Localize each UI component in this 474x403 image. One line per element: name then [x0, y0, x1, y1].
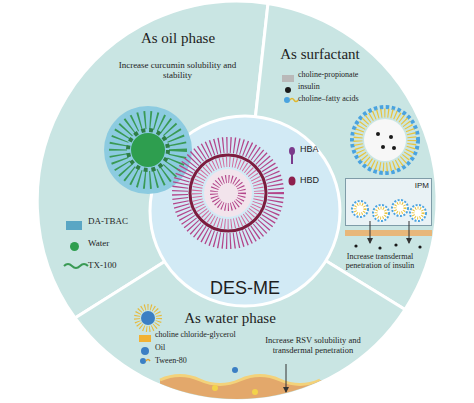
small-vesicle-tails — [355, 204, 365, 214]
skin-group — [160, 364, 330, 403]
sector-title: As surfactant — [270, 46, 370, 63]
surfactant-tails — [118, 120, 178, 180]
hba-stem — [291, 152, 293, 164]
legend-text: insulin — [298, 83, 320, 92]
fatty-acid-head — [284, 97, 290, 103]
rsv-particle — [252, 389, 258, 395]
effect-note: Increase transdermal penetration of insu… — [340, 252, 420, 270]
legend-text: HBD — [300, 176, 319, 186]
tx100-symbol — [64, 264, 88, 268]
oil-core — [141, 311, 155, 325]
legend-text: choline-propionate — [298, 71, 358, 80]
water-core — [131, 133, 165, 167]
insulin-dot — [381, 145, 385, 149]
insulin-dot — [418, 245, 421, 248]
sector-title: As oil phase — [128, 30, 228, 47]
small-vesicle-tails — [376, 208, 386, 218]
micelle-tails — [137, 307, 159, 329]
insulin-dot — [389, 135, 393, 139]
ipm-box: IPM — [345, 178, 432, 226]
legend-swatch — [282, 75, 294, 82]
skin-layer — [345, 230, 432, 236]
legend-swatch — [66, 221, 82, 230]
penetration-arrow — [370, 221, 371, 243]
small-vesicle — [352, 201, 368, 217]
sector-title: As water phase — [165, 310, 295, 327]
center-title: DES-ME — [190, 278, 300, 299]
insulin-dot — [376, 132, 380, 136]
legend-swatch — [70, 242, 79, 251]
hbd-symbol — [289, 177, 296, 186]
vesicle-core — [364, 119, 406, 161]
legend-text: Oil — [155, 344, 165, 353]
des-inner-ring — [197, 162, 259, 224]
legend-swatch — [141, 347, 149, 355]
legend-swatch — [139, 335, 151, 342]
water-phase-sector-shape — [75, 211, 405, 401]
legend-text: Tween-80 — [155, 357, 187, 366]
insulin-dot — [354, 244, 357, 247]
des-ring — [190, 155, 266, 231]
rsv-particle — [212, 385, 218, 391]
skin-wave — [160, 376, 330, 403]
vesicle-heads — [352, 107, 418, 173]
small-vesicle — [392, 200, 408, 216]
legend-text: choline–fatty acids — [298, 95, 359, 104]
surfactant-heads — [128, 130, 168, 170]
tween-head — [140, 358, 146, 364]
tween-tail — [146, 360, 150, 362]
legend-text: HBA — [300, 145, 319, 155]
vesicle-tails — [358, 113, 412, 167]
droplet — [232, 367, 238, 373]
small-vesicle-tails — [413, 208, 423, 218]
des-outer-ring — [180, 145, 276, 241]
insulin-dot — [392, 146, 396, 150]
penetration-arrow — [286, 364, 287, 392]
small-vesicle — [373, 205, 389, 221]
small-vesicle-tails — [395, 203, 405, 213]
des-core — [204, 169, 252, 217]
penetration-arrow — [409, 221, 410, 243]
hba-symbol — [289, 147, 295, 155]
box-label: IPM — [402, 181, 429, 190]
des-core-stripes — [214, 179, 242, 207]
des-me-circle: DES-ME — [148, 114, 342, 308]
legend-text: choline chloride-glycerol — [155, 331, 236, 340]
fatty-acid-tail — [290, 99, 298, 102]
legend-text: TX-100 — [88, 261, 117, 271]
oil-droplet — [104, 106, 192, 194]
des-me-circle-shape — [150, 116, 340, 306]
insulin-dot — [394, 243, 397, 246]
ipm-vesicles — [352, 200, 426, 221]
insulin-dot — [378, 246, 381, 249]
effect-note: Increase curcumin solubility and stabili… — [105, 60, 250, 81]
legend-text: DA-TBAC — [88, 217, 128, 227]
legend-text: Water — [88, 239, 109, 249]
small-vesicle — [410, 205, 426, 221]
skin-surface — [160, 376, 320, 385]
effect-note: Increase RSV solubility and transdermal … — [252, 336, 374, 356]
legend-swatch — [285, 87, 291, 93]
